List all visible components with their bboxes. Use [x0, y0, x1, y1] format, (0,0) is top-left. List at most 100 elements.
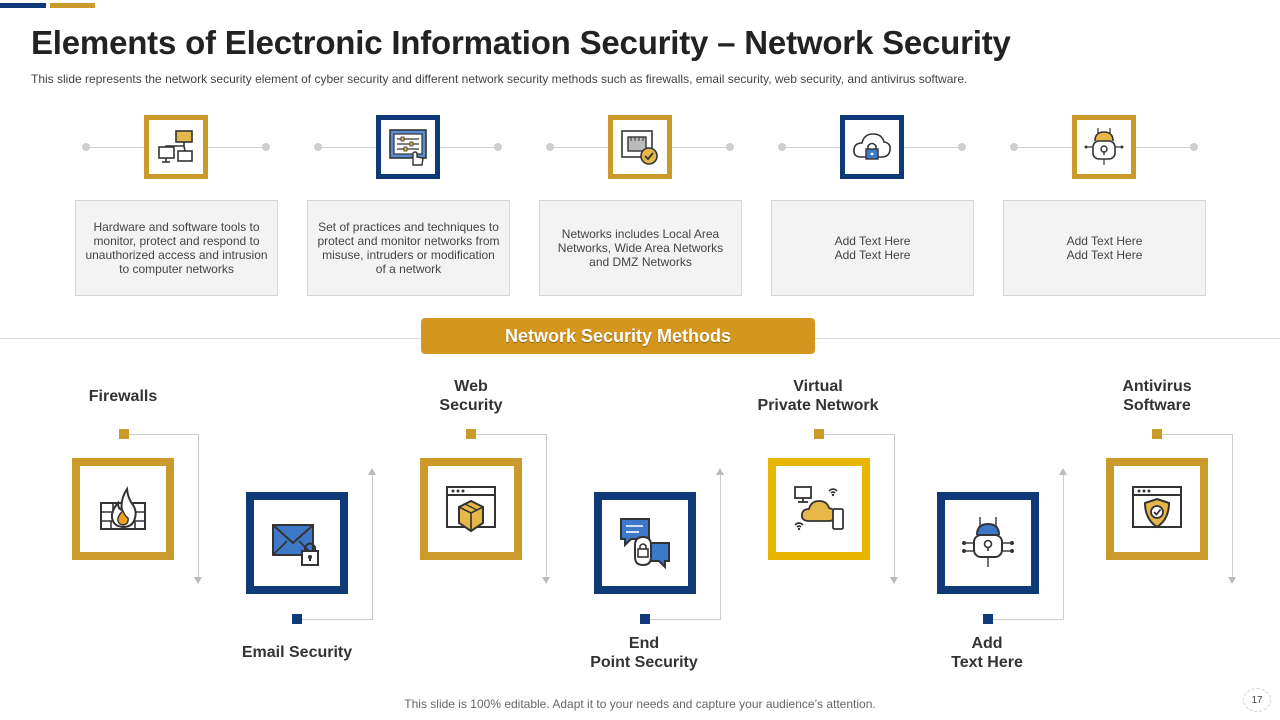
method-label-firewalls: Firewalls: [38, 387, 208, 406]
method-label-line: Software: [1123, 397, 1191, 414]
method-label-line: Private Network: [757, 397, 879, 414]
timeline-dot: [1190, 143, 1198, 151]
connector-arrow: [542, 577, 550, 584]
card-line: Networks, Wide Area Networks: [557, 241, 724, 255]
connector-arrow: [194, 577, 202, 584]
timeline-desc-card-4: Add Text Here Add Text Here: [771, 200, 974, 296]
connector-line: [1162, 434, 1232, 435]
connector-line: [372, 475, 373, 620]
card-line: Networks includes Local Area: [561, 227, 720, 241]
method-label-line: Email Security: [241, 644, 353, 661]
connector-arrow: [368, 468, 376, 475]
method-label-line: Web: [454, 378, 488, 395]
card-line: Add Text Here: [834, 248, 911, 262]
connector-line: [993, 619, 1063, 620]
method-label-virtual-private-network: Virtual Private Network: [733, 377, 903, 415]
endpoint-chat-lock-icon: [620, 518, 670, 570]
card-line: unauthorized access and intrusion: [85, 248, 268, 262]
connector-line: [302, 619, 372, 620]
method-label-line: Virtual: [793, 378, 843, 395]
method-marker: [640, 614, 650, 624]
card-line: Add Text Here: [1066, 234, 1143, 248]
connector-line: [720, 475, 721, 620]
method-label-web-security: Web Security: [386, 377, 556, 415]
method-label-line: Antivirus: [1122, 378, 1192, 395]
page-number: 17: [1243, 688, 1271, 712]
method-label-line: Text Here: [951, 654, 1023, 671]
antivirus-shield-icon: [1132, 486, 1182, 529]
accent-bar-gold: [50, 3, 95, 8]
method-label-line: Point Security: [590, 654, 698, 671]
method-marker: [466, 429, 476, 439]
timeline-icon-box-4: [840, 115, 904, 179]
card-line: monitor, protect and respond to: [93, 234, 260, 248]
timeline-desc-card-5: Add Text Here Add Text Here: [1003, 200, 1206, 296]
connector-line: [650, 619, 720, 620]
connector-arrow: [890, 577, 898, 584]
method-marker: [119, 429, 129, 439]
connector-line: [546, 434, 547, 578]
method-marker: [814, 429, 824, 439]
network-computers-icon: [158, 130, 193, 163]
timeline-dot: [82, 143, 90, 151]
connector-line: [476, 434, 546, 435]
timeline-dot: [1010, 143, 1018, 151]
connector-line: [198, 434, 199, 578]
cloud-lock-icon: [853, 133, 891, 160]
method-label-email-security: Email Security: [212, 643, 382, 662]
card-line: Set of practices and techniques to: [318, 220, 499, 234]
timeline-dot: [546, 143, 554, 151]
timeline-dot: [726, 143, 734, 151]
card-line: misuse, intruders or modification: [322, 248, 495, 262]
connector-arrow: [1059, 468, 1067, 475]
timeline-icon-box-2: [376, 115, 440, 179]
card-line: Add Text Here: [1066, 248, 1143, 262]
card-line: Hardware and software tools to: [93, 220, 260, 234]
timeline-icon-box-5: [1072, 115, 1136, 179]
connector-line: [129, 434, 199, 435]
vpn-cloud-devices-icon: [794, 486, 844, 531]
card-line: protect and monitor networks from: [317, 234, 500, 248]
timeline-icon-box-1: [144, 115, 208, 179]
card-line: and DMZ Networks: [589, 255, 692, 269]
connector-line: [1232, 434, 1233, 578]
accent-bar-navy: [0, 3, 46, 8]
method-box-add-text: [937, 492, 1039, 594]
timeline-icon-box-3: [608, 115, 672, 179]
methods-banner: Network Security Methods: [421, 318, 815, 354]
circuit-lock-icon: [1084, 128, 1124, 165]
connector-line: [824, 434, 894, 435]
card-line: of a network: [375, 262, 442, 276]
timeline-desc-card-3: Networks includes Local Area Networks, W…: [539, 200, 742, 296]
method-marker: [983, 614, 993, 624]
method-label-add-text: Add Text Here: [902, 634, 1072, 672]
firewall-icon: [100, 486, 146, 530]
timeline-dot: [958, 143, 966, 151]
method-box-email-security: [246, 492, 348, 594]
connector-line: [1063, 475, 1064, 620]
method-box-end-point-security: [594, 492, 696, 594]
card-line: Add Text Here: [834, 234, 911, 248]
method-label-line: Security: [439, 397, 503, 414]
method-box-virtual-private-network: [768, 458, 870, 560]
connector-arrow: [1228, 577, 1236, 584]
method-marker: [292, 614, 302, 624]
email-lock-icon: [272, 524, 319, 566]
footer-note: This slide is 100% editable. Adapt it to…: [404, 697, 876, 711]
card-line: to computer networks: [119, 262, 234, 276]
connector-line: [894, 434, 895, 578]
timeline-dot: [778, 143, 786, 151]
timeline-desc-card-2: Set of practices and techniques to prote…: [307, 200, 510, 296]
timeline-dot: [494, 143, 502, 151]
timeline-desc-card-1: Hardware and software tools to monitor, …: [75, 200, 278, 296]
settings-screen-touch-icon: [389, 129, 427, 166]
timeline-dot: [262, 143, 270, 151]
method-label-line: Add: [971, 635, 1003, 652]
slide-subtitle: This slide represents the network securi…: [31, 72, 968, 86]
method-label-antivirus-software: Antivirus Software: [1072, 377, 1242, 415]
slide-title: Elements of Electronic Information Secur…: [31, 24, 1011, 61]
method-marker: [1152, 429, 1162, 439]
method-label-line: End: [628, 635, 660, 652]
circuit-lock-icon: [962, 517, 1014, 567]
method-box-firewalls: [72, 458, 174, 560]
